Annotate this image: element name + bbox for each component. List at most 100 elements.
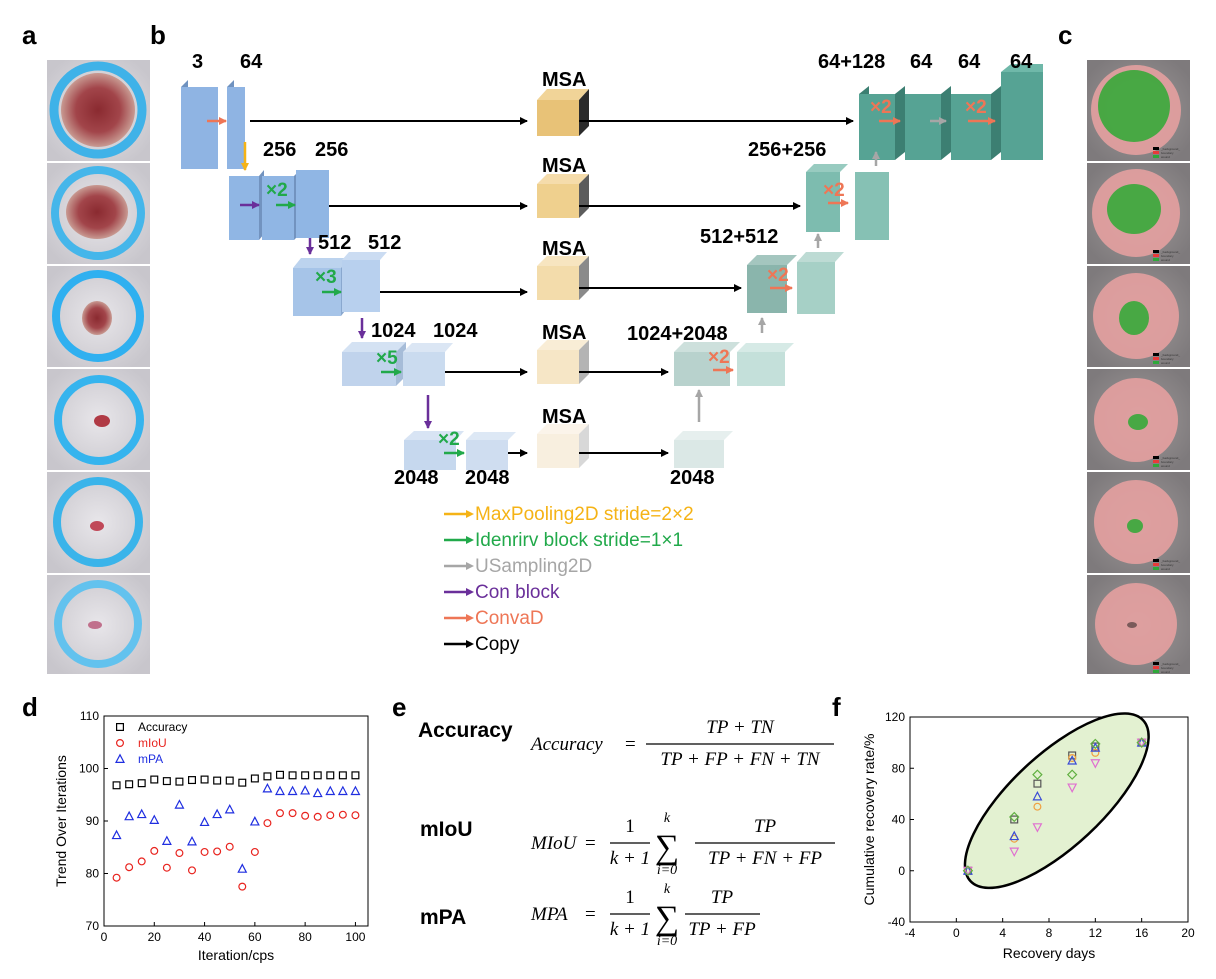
chart-d-point-1-10 bbox=[238, 882, 247, 891]
chart-d-point-2-17 bbox=[325, 785, 336, 796]
chart-f-xtick-label-0: -4 bbox=[905, 926, 916, 940]
chart-d-xlabel: Iteration/cps bbox=[198, 947, 274, 963]
seg-legend-swatch-4-1 bbox=[1153, 563, 1159, 566]
chart-d-legend-label-1: mIoU bbox=[138, 736, 167, 750]
chart-f-point-3-1 bbox=[1009, 847, 1020, 858]
seg-legend-swatch-3-2 bbox=[1153, 464, 1159, 467]
msa-cube-3 bbox=[537, 256, 589, 300]
eq-mpa-sum-bottom: i=0 bbox=[657, 934, 677, 949]
eq-mpa-den: TP + FP bbox=[688, 919, 756, 940]
msa-label-1: MSA bbox=[542, 69, 586, 91]
chart-f-xtick-label-4: 12 bbox=[1089, 926, 1103, 940]
label-top2: 64 bbox=[910, 51, 933, 73]
chart-f-xtick-label-5: 16 bbox=[1135, 926, 1149, 940]
wound-photo-3 bbox=[47, 266, 150, 367]
seg-legend-label-0-2: wound bbox=[1161, 155, 1170, 159]
chart-d-point-1-8 bbox=[213, 847, 222, 856]
eq-accuracy-eq: = bbox=[625, 734, 636, 755]
mult-dec1a: ×2 bbox=[870, 97, 892, 118]
chart-f-point-4-0 bbox=[962, 865, 974, 876]
seg-legend-label-3-2: wound bbox=[1161, 464, 1170, 468]
seg-legend-label-4-0: _background_ bbox=[1160, 559, 1180, 563]
panel-letter-b: b bbox=[150, 20, 166, 50]
chart-d-ytick-label-4: 110 bbox=[80, 709, 99, 723]
segmentation-4 bbox=[1087, 369, 1190, 470]
panel-letter-a: a bbox=[22, 20, 37, 50]
segmentation-3 bbox=[1087, 266, 1190, 367]
upsample-arrows bbox=[695, 117, 947, 422]
chart-d-point-2-14 bbox=[287, 785, 298, 796]
chart-f-ytick-label-3: 80 bbox=[892, 761, 906, 775]
chart-f-point-2-1 bbox=[1009, 830, 1020, 841]
legend-label-4: ConvaD bbox=[475, 608, 544, 629]
chart-d-point-1-15 bbox=[301, 811, 310, 820]
label-r2b: 256 bbox=[315, 139, 348, 161]
legend-label-2: USampling2D bbox=[475, 556, 592, 577]
mult-dec3: ×2 bbox=[767, 265, 789, 286]
label-top3: 64 bbox=[958, 51, 981, 73]
label-r5a: 2048 bbox=[394, 467, 439, 489]
encoder-stage-5 bbox=[404, 431, 516, 470]
chart-f-point-1-4 bbox=[1091, 748, 1100, 757]
seg-legend-swatch-4-2 bbox=[1153, 567, 1159, 570]
decoder-top bbox=[859, 64, 1043, 160]
mult-dec2: ×2 bbox=[823, 180, 845, 201]
seg-legend-label-1-0: _background_ bbox=[1160, 250, 1180, 254]
seg-legend-swatch-2-0 bbox=[1153, 353, 1159, 356]
seg-legend-swatch-5-1 bbox=[1153, 666, 1159, 669]
eq-mpa-lhs: MPA bbox=[530, 904, 568, 925]
chart-f-point-1-3 bbox=[1068, 753, 1077, 762]
chart-d-xtick-label-4: 80 bbox=[298, 930, 312, 944]
seg-legend-label-5-1: boundary bbox=[1161, 666, 1174, 670]
chart-d-point-2-13 bbox=[275, 785, 285, 796]
eq-miou-name: mIoU bbox=[420, 818, 473, 841]
chart-d-ylabel: Trend Over Iterations bbox=[53, 755, 69, 887]
segmentation-strip: _background_boundarywound_background_bou… bbox=[1087, 60, 1190, 674]
multiplier-labels: ×2 ×3 ×5 ×2 ×2 ×2 ×2 ×2 ×2 bbox=[266, 97, 987, 450]
legend-label-3: Con block bbox=[475, 582, 560, 603]
chart-d-point-0-5 bbox=[175, 777, 184, 786]
seg-legend-swatch-1-2 bbox=[1153, 258, 1159, 261]
chart-f-point-3-5 bbox=[1136, 738, 1147, 749]
seg-legend-swatch-5-2 bbox=[1153, 670, 1159, 673]
copy-arrows bbox=[250, 117, 854, 457]
chart-d-point-2-9 bbox=[224, 803, 235, 814]
chart-d-point-0-13 bbox=[276, 770, 285, 779]
chart-d-xtick-label-1: 20 bbox=[148, 930, 162, 944]
legend-label-1: Idenrirv block stride=1×1 bbox=[475, 530, 683, 551]
eq-mpa-eq: = bbox=[585, 904, 596, 925]
seg-legend-swatch-1-0 bbox=[1153, 250, 1159, 253]
chart-d-point-2-8 bbox=[212, 808, 223, 819]
chart-f-point-3-0 bbox=[962, 866, 973, 877]
encoder-stage-2 bbox=[229, 170, 329, 240]
eq-mpa-sum-top: k bbox=[664, 882, 671, 897]
chart-d-point-2-11 bbox=[249, 816, 260, 826]
wound-photo-strip bbox=[47, 60, 150, 674]
seg-legend-swatch-1-1 bbox=[1153, 254, 1159, 257]
seg-legend-label-4-1: boundary bbox=[1161, 563, 1174, 567]
seg-legend-label-1-1: boundary bbox=[1161, 254, 1174, 258]
chart-f-ytick-label-1: 0 bbox=[898, 864, 905, 878]
label-d4: 1024+2048 bbox=[627, 323, 728, 345]
panel-letter-c: c bbox=[1058, 20, 1072, 50]
legend-label-0: MaxPooling2D stride=2×2 bbox=[475, 504, 694, 525]
chart-d-point-0-15 bbox=[301, 771, 310, 780]
chart-f-xtick-label-1: 0 bbox=[953, 926, 960, 940]
seg-legend-label-1-2: wound bbox=[1161, 258, 1170, 262]
chart-d-point-2-2 bbox=[136, 808, 147, 819]
chart-d-point-1-18 bbox=[338, 810, 347, 819]
msa-cubes bbox=[537, 89, 589, 468]
msa-label-3: MSA bbox=[542, 238, 586, 260]
chart-d-point-2-12 bbox=[262, 782, 273, 793]
msa-cube-5 bbox=[537, 424, 589, 468]
equations: Accuracy Accuracy = TP + TN TP + FP + FN… bbox=[418, 717, 835, 949]
segmentation-2 bbox=[1087, 163, 1190, 264]
chart-d-point-2-0 bbox=[111, 829, 122, 840]
eq-miou-coef-den: k + 1 bbox=[610, 848, 650, 869]
seg-legend-label-5-0: _background_ bbox=[1160, 662, 1180, 666]
seg-legend-label-3-0: _background_ bbox=[1160, 456, 1180, 460]
msa-label-5: MSA bbox=[542, 406, 586, 428]
chart-f-point-2-3 bbox=[1067, 755, 1078, 765]
chart-d-point-2-4 bbox=[161, 835, 172, 845]
